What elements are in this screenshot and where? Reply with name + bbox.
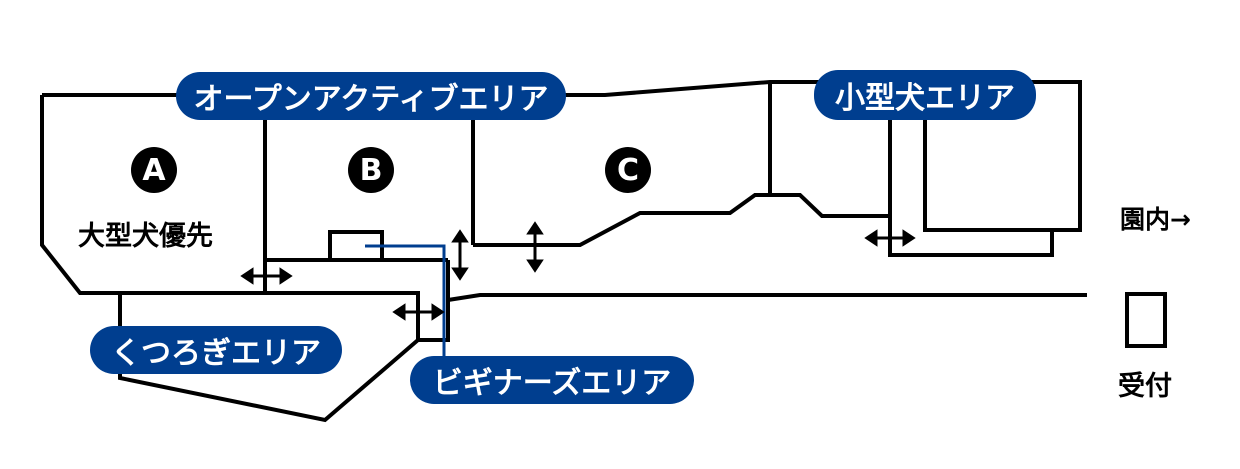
zone-b-badge: B bbox=[348, 147, 394, 193]
label-beginner-area: ビギナーズエリア bbox=[410, 356, 694, 404]
zone-c-bottom bbox=[473, 193, 890, 247]
park-outline bbox=[40, 80, 1082, 423]
reception-booth bbox=[1125, 292, 1167, 348]
park-direction-label: 園内→ bbox=[1120, 205, 1191, 234]
label-open-active-area: オープンアクティブエリア bbox=[176, 72, 566, 120]
small-dog-frame bbox=[888, 118, 1054, 257]
beginner-leader-line bbox=[365, 244, 446, 360]
double-arrow-icon bbox=[864, 229, 916, 247]
double-arrow-icon bbox=[392, 303, 445, 321]
label-small-dog-area: 小型犬エリア bbox=[814, 70, 1036, 120]
zone-a-badge: A bbox=[131, 147, 177, 193]
zone-a-note: 大型犬優先 bbox=[78, 221, 213, 252]
reception-label: 受付 bbox=[1118, 371, 1172, 402]
double-arrow-icon bbox=[240, 267, 293, 285]
zone-c-badge: C bbox=[605, 147, 651, 193]
path-edge bbox=[418, 260, 1087, 342]
label-relax-area: くつろぎエリア bbox=[90, 326, 342, 374]
double-arrow-icon bbox=[526, 221, 544, 273]
stage-box bbox=[328, 230, 384, 262]
double-arrow-icon bbox=[451, 229, 469, 281]
